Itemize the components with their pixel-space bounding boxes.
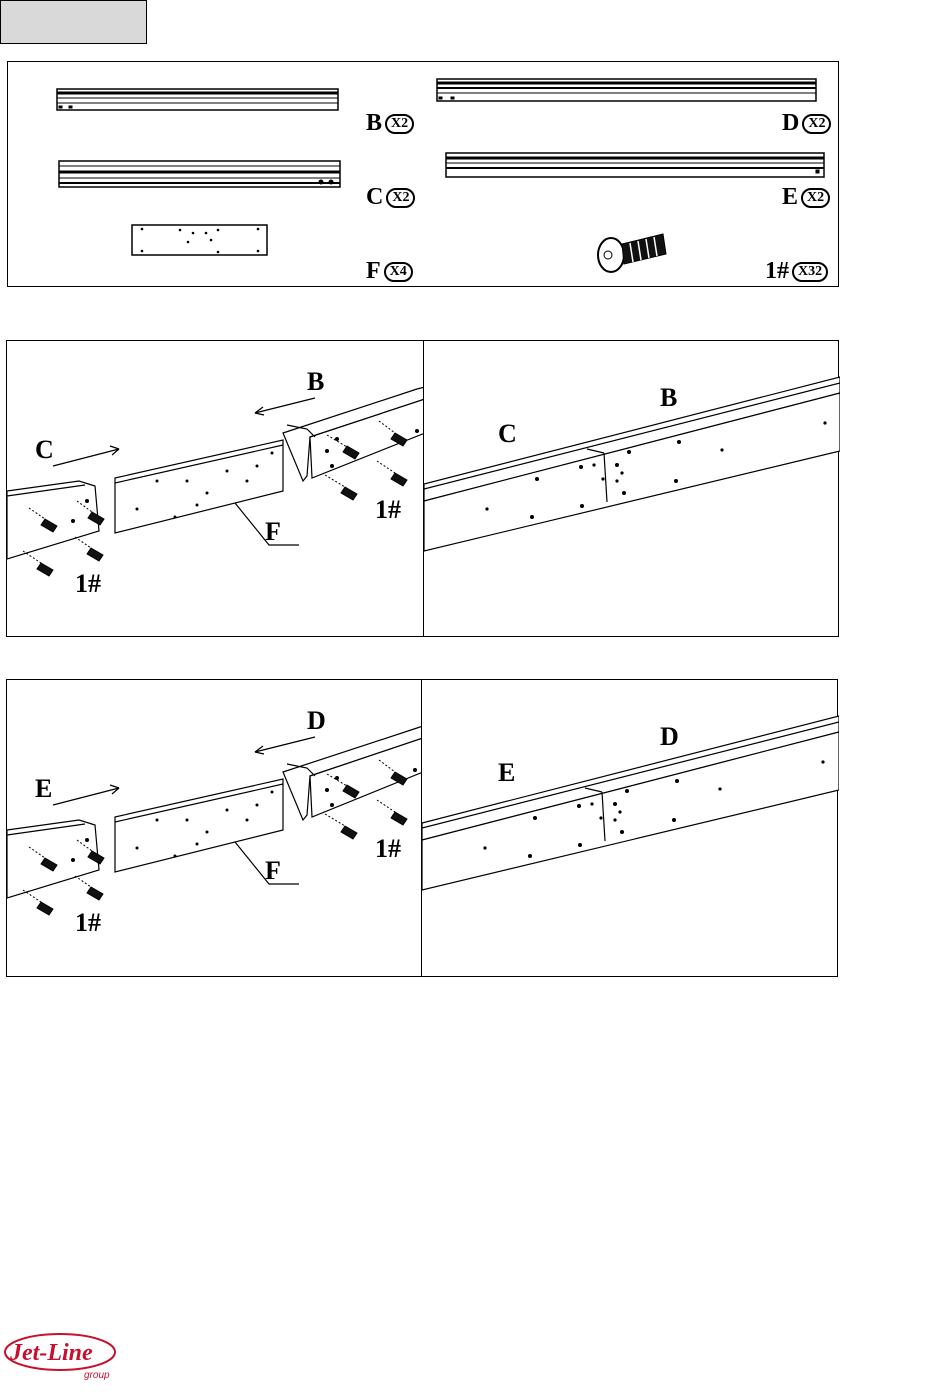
logo-mark: Jet-Line group	[2, 1330, 120, 1382]
label-f-step2: F	[265, 856, 281, 886]
step-number-tab	[0, 0, 147, 44]
label-screw-right: 1#	[375, 495, 401, 525]
label-b: B	[307, 367, 324, 397]
label-screw-right-step2: 1#	[375, 834, 401, 864]
label-e: E	[35, 774, 52, 804]
step1-exploded-drawing	[7, 341, 425, 638]
step2-exploded-drawing	[7, 680, 423, 978]
label-d-assembled: D	[660, 722, 679, 752]
label-f: F	[265, 517, 281, 547]
part-f-plate	[132, 225, 267, 255]
step1-assembled-drawing	[424, 341, 840, 638]
jet-line-logo: Jet-Line group	[2, 1330, 120, 1382]
step1-assembled-panel: C B	[423, 340, 839, 637]
label-screw-left-step2: 1#	[75, 908, 101, 938]
part-c-rail	[59, 161, 340, 187]
logo-sub-text: group	[84, 1370, 110, 1381]
step2-assembled-panel: E D	[421, 679, 838, 977]
label-c-assembled: C	[498, 419, 517, 449]
label-d: D	[307, 706, 326, 736]
screw-1-drawing	[598, 234, 666, 272]
part-e-rail	[446, 153, 824, 177]
step2-exploded-panel: D E F 1# 1#	[6, 679, 422, 977]
label-b-assembled: B	[660, 383, 677, 413]
part-screw-label: 1#X32	[765, 258, 828, 285]
label-c: C	[35, 435, 54, 465]
part-b-rail	[57, 89, 338, 110]
logo-brand-text: Jet-Line	[9, 1340, 93, 1366]
step2-assembled-drawing	[422, 680, 839, 978]
label-e-assembled: E	[498, 758, 515, 788]
label-screw-left: 1#	[75, 569, 101, 599]
part-d-rail	[437, 79, 816, 101]
step1-exploded-panel: B C F 1# 1#	[6, 340, 424, 637]
parts-drawing	[8, 62, 840, 288]
